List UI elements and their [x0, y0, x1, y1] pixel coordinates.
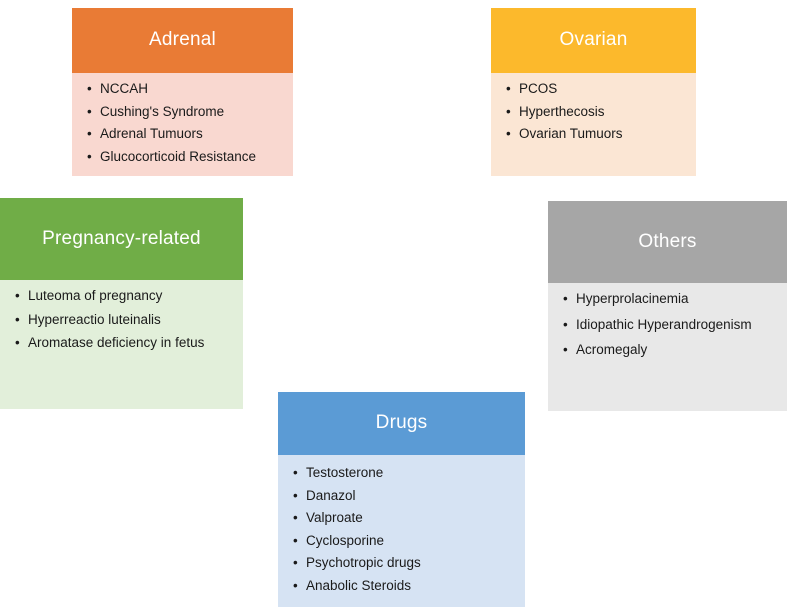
list-item: • Hyperreactio luteinalis	[14, 311, 233, 327]
bullet-icon: •	[563, 291, 568, 306]
list-item: • Testosterone	[292, 466, 515, 480]
category-title-others: Others	[548, 201, 787, 283]
list-item: • Luteoma of pregnancy	[14, 289, 233, 303]
list-item: • Acromegaly	[562, 343, 777, 357]
list-item: • Hyperprolacinemia	[562, 292, 777, 306]
list-item-label: Glucocorticoid Resistance	[100, 148, 257, 164]
list-item-label: Aromatase deficiency in fetus	[28, 335, 205, 350]
list-item-label: Valproate	[306, 510, 363, 525]
list-item: • Psychotropic drugs	[292, 556, 515, 570]
category-body-others: • Hyperprolacinemia • Idiopathic Hyperandr…	[548, 283, 787, 411]
list-item: • Glucocorticoid Resistance	[86, 148, 283, 164]
list-item-label: Ovarian Tumuors	[519, 126, 623, 141]
bullet-icon: •	[15, 288, 20, 303]
bullet-icon: •	[293, 465, 298, 480]
category-title-ovarian: Ovarian	[491, 8, 696, 73]
item-list-ovarian: • PCOS • Hyperthecosis • Ovarian Tumuors	[505, 82, 686, 141]
category-body-drugs: • Testosterone • Danazol • Valproate • Cyclo…	[278, 455, 525, 607]
list-item: • Cushing's Syndrome	[86, 103, 283, 119]
category-title-adrenal: Adrenal	[72, 8, 293, 73]
list-item: • Danazol	[292, 487, 515, 503]
bullet-icon: •	[563, 342, 568, 357]
category-title-drugs: Drugs	[278, 392, 525, 455]
category-box-adrenal: Adrenal • NCCAH • Cushing's Syndrome • Adre…	[72, 8, 293, 176]
list-item-label: Anabolic Steroids	[306, 577, 412, 593]
list-item-label: Hyperreactio luteinalis	[28, 311, 161, 327]
list-item: • Hyperthecosis	[505, 103, 686, 119]
category-box-ovarian: Ovarian • PCOS • Hyperthecosis • Ovarian Tu…	[491, 8, 696, 176]
bullet-icon: •	[293, 510, 298, 525]
list-item-label: PCOS	[519, 81, 558, 96]
list-item: • Anabolic Steroids	[292, 577, 515, 593]
list-item-label: Cushing's Syndrome	[100, 103, 225, 119]
bullet-icon: •	[87, 126, 92, 141]
category-box-drugs: Drugs • Testosterone • Danazol • Valproate …	[278, 392, 525, 607]
list-item-label: Hyperthecosis	[519, 103, 605, 119]
list-item-label: Acromegaly	[576, 342, 648, 357]
list-item-label: Psychotropic drugs	[306, 555, 421, 570]
bullet-icon: •	[87, 81, 92, 96]
bullet-icon: •	[293, 555, 298, 570]
category-box-pregnancy: Pregnancy-related • Luteoma of pregnancy …	[0, 198, 243, 409]
list-item: • PCOS	[505, 82, 686, 96]
category-title-pregnancy: Pregnancy-related	[0, 198, 243, 280]
bullet-icon: •	[506, 103, 511, 119]
list-item-label: Hyperprolacinemia	[576, 291, 689, 306]
list-item: • Aromatase deficiency in fetus	[14, 336, 233, 350]
list-item: • Idiopathic Hyperandrogenism	[562, 316, 777, 332]
bullet-icon: •	[563, 316, 568, 332]
list-item: • Ovarian Tumuors	[505, 127, 686, 141]
bullet-icon: •	[293, 487, 298, 503]
item-list-adrenal: • NCCAH • Cushing's Syndrome • Adrenal Tumu…	[86, 82, 283, 163]
list-item-label: NCCAH	[100, 81, 149, 96]
item-list-drugs: • Testosterone • Danazol • Valproate • Cyclo…	[292, 466, 515, 592]
category-body-adrenal: • NCCAH • Cushing's Syndrome • Adrenal Tumu…	[72, 73, 293, 176]
list-item-label: Cyclosporine	[306, 532, 385, 548]
item-list-others: • Hyperprolacinemia • Idiopathic Hyperandr…	[562, 292, 777, 357]
list-item-label: Idiopathic Hyperandrogenism	[576, 316, 752, 332]
list-item-label: Testosterone	[306, 465, 384, 480]
bullet-icon: •	[506, 126, 511, 141]
bullet-icon: •	[293, 532, 298, 548]
category-box-others: Others • Hyperprolacinemia • Idiopathic Hy…	[548, 201, 787, 411]
bullet-icon: •	[87, 103, 92, 119]
bullet-icon: •	[87, 148, 92, 164]
list-item: • Valproate	[292, 511, 515, 525]
bullet-icon: •	[506, 81, 511, 96]
category-body-pregnancy: • Luteoma of pregnancy • Hyperreactio lute…	[0, 280, 243, 409]
item-list-pregnancy: • Luteoma of pregnancy • Hyperreactio lute…	[14, 289, 233, 350]
bullet-icon: •	[293, 577, 298, 593]
list-item: • Adrenal Tumuors	[86, 127, 283, 141]
list-item-label: Luteoma of pregnancy	[28, 288, 163, 303]
bullet-icon: •	[15, 311, 20, 327]
list-item: • Cyclosporine	[292, 532, 515, 548]
list-item-label: Danazol	[306, 487, 356, 503]
bullet-icon: •	[15, 335, 20, 350]
category-body-ovarian: • PCOS • Hyperthecosis • Ovarian Tumuors	[491, 73, 696, 176]
list-item-label: Adrenal Tumuors	[100, 126, 203, 141]
list-item: • NCCAH	[86, 82, 283, 96]
